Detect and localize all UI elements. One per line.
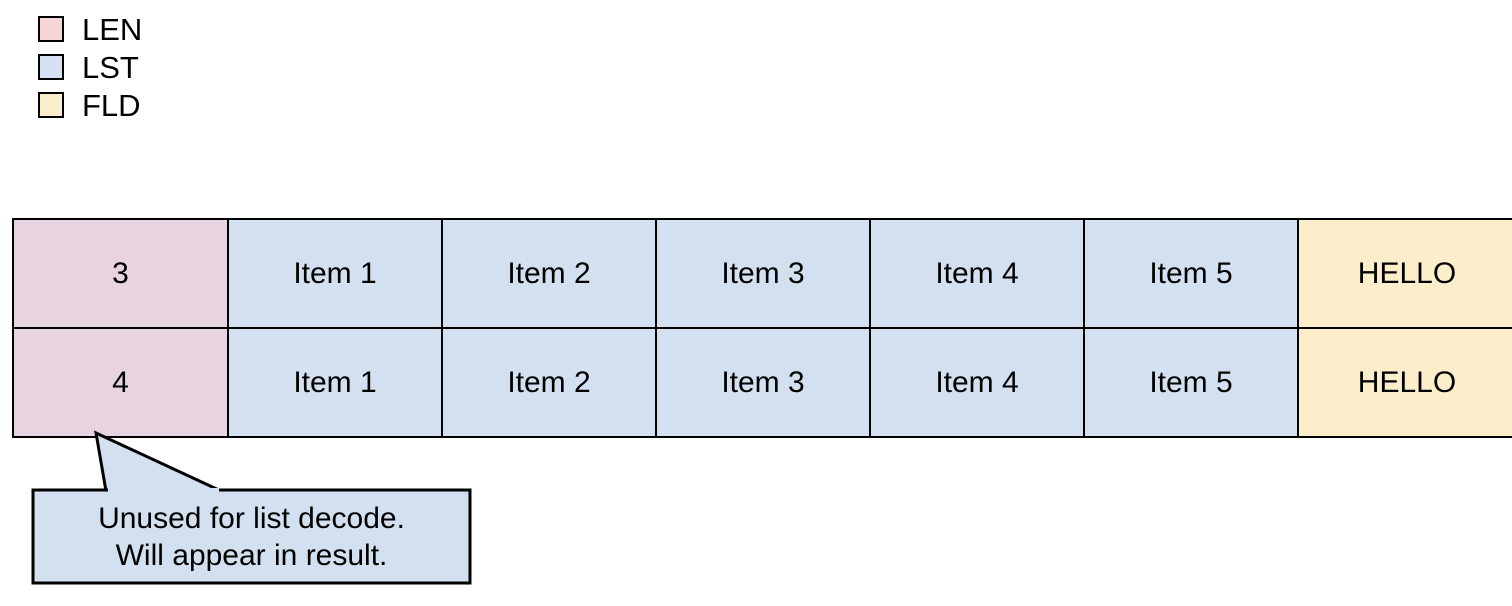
cell-list-item-5-row0: Item 5 bbox=[1083, 218, 1299, 329]
cell-list-item-3-row0: Item 3 bbox=[655, 218, 871, 329]
cell-len-row0: 3 bbox=[12, 218, 229, 329]
legend-swatch-icon-len bbox=[38, 16, 64, 42]
legend: LEN LST FLD bbox=[38, 11, 143, 123]
legend-label-lst: LST bbox=[82, 49, 139, 85]
legend-swatch-icon-fld bbox=[38, 92, 64, 118]
cell-list-item-5-row1: Item 5 bbox=[1083, 327, 1299, 438]
cell-list-item-1-row0: Item 1 bbox=[227, 218, 443, 329]
cell-list-item-4-row0: Item 4 bbox=[869, 218, 1085, 329]
callout-text: Unused for list decode. Will appear in r… bbox=[33, 490, 470, 583]
cell-list-item-3-row1: Item 3 bbox=[655, 327, 871, 438]
cell-field-row1: HELLO bbox=[1297, 327, 1512, 438]
legend-item-lst: LST bbox=[38, 49, 142, 85]
cell-list-item-2-row1: Item 2 bbox=[441, 327, 657, 438]
table-row: 3 Item 1 Item 2 Item 3 Item 4 Item 5 HEL… bbox=[12, 218, 1512, 329]
legend-label-fld: FLD bbox=[82, 87, 141, 123]
legend-label-len: LEN bbox=[82, 11, 143, 47]
callout-tail-icon bbox=[94, 430, 222, 493]
cell-field-row0: HELLO bbox=[1297, 218, 1512, 329]
cell-list-item-1-row1: Item 1 bbox=[227, 327, 443, 438]
cell-list-item-4-row1: Item 4 bbox=[869, 327, 1085, 438]
packet-layout-table: 3 Item 1 Item 2 Item 3 Item 4 Item 5 HEL… bbox=[12, 218, 1512, 438]
callout-line-2: Will appear in result. bbox=[115, 538, 388, 572]
table-row: 4 Item 1 Item 2 Item 3 Item 4 Item 5 HEL… bbox=[12, 327, 1512, 438]
cell-len-row1: 4 bbox=[12, 327, 229, 438]
legend-swatch-icon-lst bbox=[38, 54, 64, 80]
legend-item-fld: FLD bbox=[38, 87, 142, 123]
legend-item-len: LEN bbox=[38, 11, 143, 47]
callout-line-1: Unused for list decode. bbox=[98, 501, 405, 535]
cell-list-item-2-row0: Item 2 bbox=[441, 218, 657, 329]
